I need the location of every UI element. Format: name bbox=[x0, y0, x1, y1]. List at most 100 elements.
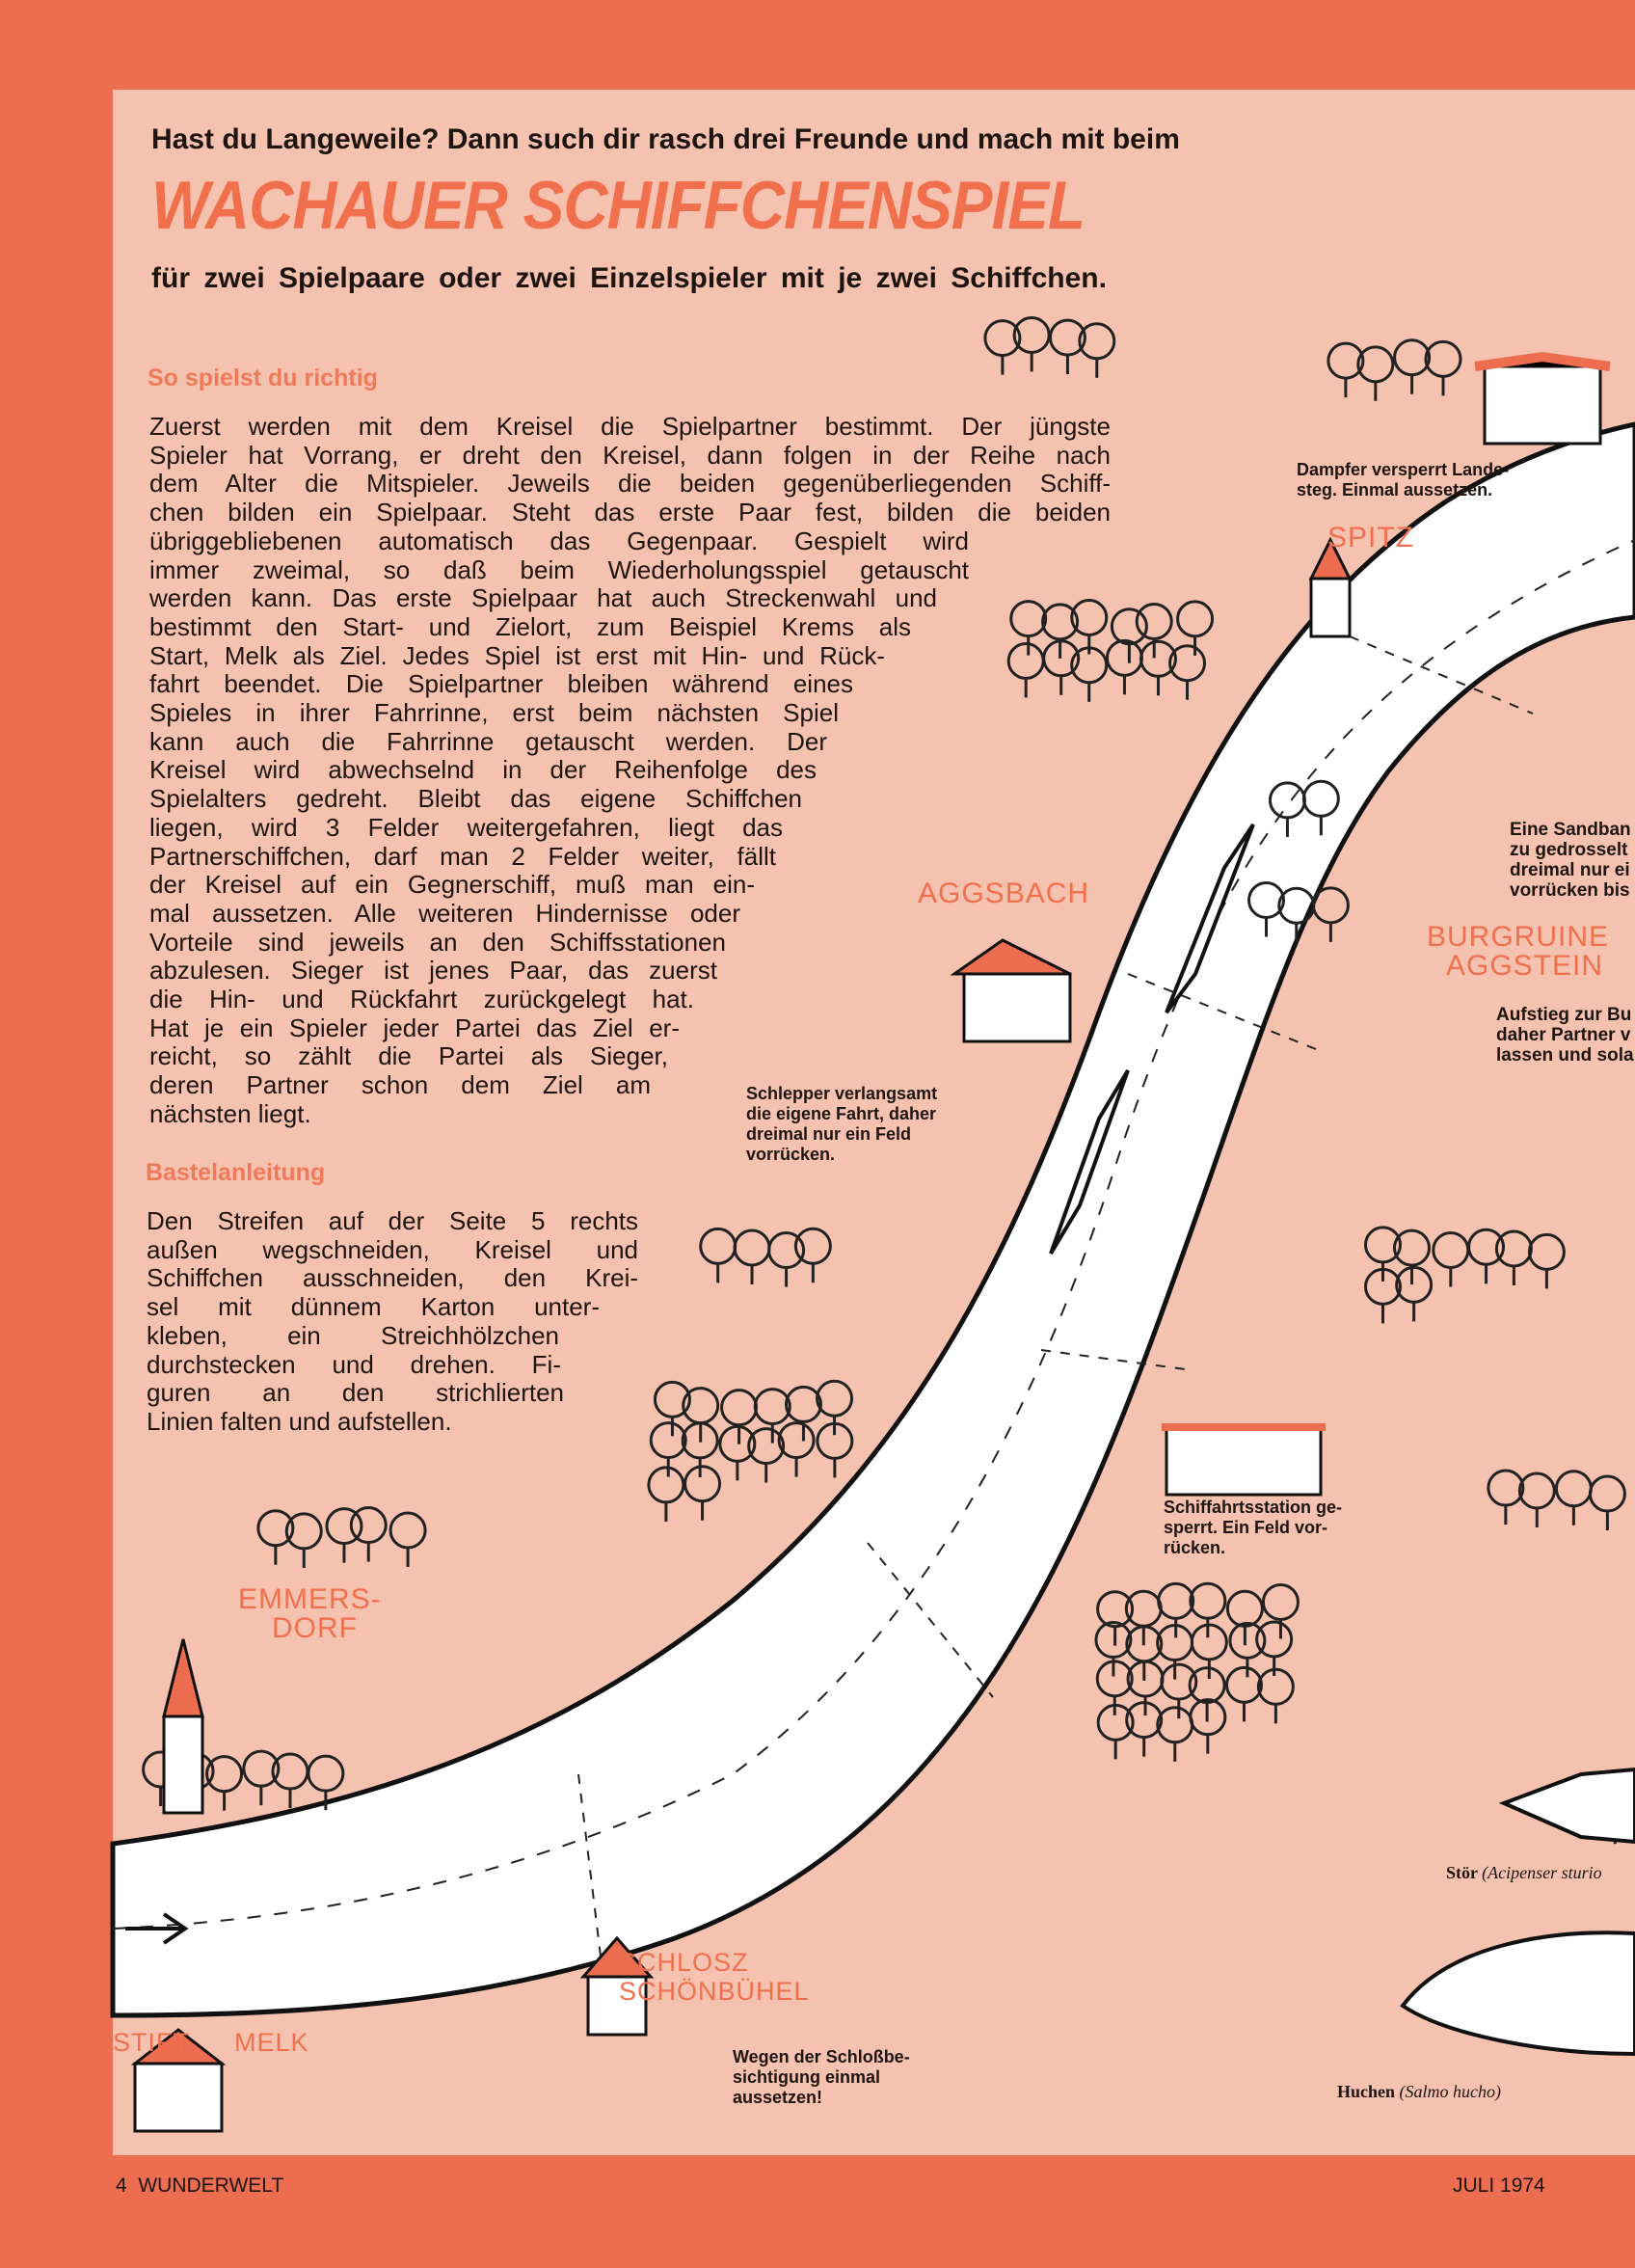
craft-heading: Bastelanleitung bbox=[146, 1159, 326, 1186]
tree-icon bbox=[1301, 779, 1340, 836]
tree-icon bbox=[1327, 341, 1365, 398]
tree-icon bbox=[784, 1385, 822, 1442]
tree-icon bbox=[1188, 1666, 1226, 1722]
tree-icon bbox=[1048, 318, 1086, 375]
text-line: guren an den strichlierten bbox=[147, 1378, 564, 1408]
text-line: Hat je ein Spieler jeder Partei das Ziel… bbox=[149, 1012, 680, 1042]
tree-icon bbox=[256, 1509, 295, 1565]
text-line: Kreisel wird abwechselnd in der Reihenfo… bbox=[149, 755, 817, 785]
tree-icon bbox=[816, 1379, 854, 1436]
tree-icon bbox=[1139, 639, 1177, 696]
text-line: durchstecken und drehen. Fi- bbox=[147, 1349, 561, 1379]
tree-icon bbox=[1487, 1469, 1525, 1526]
caption-station: Schiffahrtsstation ge-sperrt. Ein Feld v… bbox=[1164, 1498, 1343, 1557]
tree-icon bbox=[1189, 1581, 1227, 1638]
place-melk: MELK bbox=[234, 2028, 309, 2057]
tree-icon bbox=[1225, 1665, 1264, 1722]
text-line: nächsten liegt. bbox=[149, 1098, 311, 1128]
tree-icon bbox=[1356, 345, 1395, 401]
text-line: Schiffchen ausschneiden, den Krei- bbox=[147, 1263, 638, 1293]
tree-icon bbox=[1393, 338, 1432, 394]
rules-heading: So spielst du richtig bbox=[147, 364, 378, 392]
tree-icon bbox=[1189, 1698, 1227, 1754]
footer-date: JULI 1974 bbox=[1453, 2174, 1545, 2197]
place-stift: STIFT bbox=[113, 2028, 190, 2057]
tree-icon bbox=[683, 1465, 722, 1521]
tree-icon bbox=[767, 1231, 806, 1287]
tree-icon bbox=[793, 1227, 832, 1283]
tree-icon bbox=[307, 1754, 345, 1811]
tree-icon bbox=[1395, 1265, 1434, 1322]
trees bbox=[142, 315, 1635, 1845]
text-line: deren Partner schon dem Ziel am bbox=[149, 1070, 651, 1100]
buildings bbox=[130, 351, 1611, 2133]
text-line: mal aussetzen. Alle weiteren Hindernisse… bbox=[149, 898, 740, 928]
place-spitz: SPITZ bbox=[1327, 522, 1415, 554]
caption-dampfer: Dampfer versperrt Lande-steg. Einmal aus… bbox=[1297, 460, 1510, 500]
field-dividers bbox=[577, 635, 1534, 1973]
text-line: dem Alter die Mitspieler. Jeweils die be… bbox=[149, 469, 1111, 499]
fish-label-stoer: Stör (Acipenser sturio bbox=[1446, 1863, 1602, 1882]
tree-icon bbox=[1517, 1472, 1556, 1528]
tree-icon bbox=[718, 1424, 757, 1481]
tree-icon bbox=[1255, 1620, 1294, 1677]
tree-icon bbox=[1105, 638, 1143, 695]
tree-icon bbox=[1110, 608, 1148, 663]
place-aggsbach: AGGSBACH bbox=[918, 878, 1090, 909]
tree-icon bbox=[1527, 1232, 1566, 1289]
text-line: chen bilden ein Spielpaar. Steht das ers… bbox=[149, 498, 1111, 527]
tree-icon bbox=[1424, 339, 1462, 396]
tree-icon bbox=[389, 1511, 427, 1567]
tree-icon bbox=[753, 1388, 791, 1444]
tree-icon bbox=[1042, 639, 1081, 695]
tree-icon bbox=[1168, 644, 1207, 700]
text-line: Spieles in ihrer Fahrrinne, erst beim nä… bbox=[149, 698, 839, 728]
tree-icon bbox=[699, 1227, 737, 1283]
text-line: kleben, ein Streichhölzchen bbox=[147, 1320, 559, 1350]
tree-icon bbox=[1467, 1228, 1506, 1284]
tree-icon bbox=[349, 1506, 388, 1562]
tree-icon bbox=[1247, 881, 1286, 937]
text-line: sel mit dünnem Karton unter- bbox=[147, 1292, 600, 1322]
tree-icon bbox=[1364, 1267, 1403, 1324]
tree-icon bbox=[242, 1749, 281, 1806]
text-line: außen wegschneiden, Kreisel und bbox=[147, 1234, 638, 1264]
tree-icon bbox=[1156, 1706, 1194, 1762]
boats bbox=[1049, 823, 1255, 1256]
page-title: WACHAUER SCHIFFCHENSPIEL bbox=[151, 167, 1086, 244]
tree-icon bbox=[816, 1421, 854, 1478]
text-line: bestimmt den Start- und Zielort, zum Bei… bbox=[149, 611, 911, 641]
tree-icon bbox=[1311, 886, 1350, 942]
text-line: immer zweimal, so daß beim Wiederholungs… bbox=[149, 554, 969, 584]
tree-icon bbox=[747, 1427, 786, 1483]
text-line: abzulesen. Sieger ist jenes Paar, das zu… bbox=[149, 956, 717, 986]
text-line: übriggebliebenen automatisch das Gegenpa… bbox=[149, 526, 969, 555]
rules-text: Zuerst werden mit dem Kreisel die Spielp… bbox=[149, 412, 1111, 1129]
tree-icon bbox=[647, 1466, 685, 1522]
tree-icon bbox=[1009, 600, 1048, 656]
fish bbox=[1400, 1767, 1635, 2057]
tree-icon bbox=[983, 319, 1022, 375]
text-line: Zuerst werden mit dem Kreisel die Spielp… bbox=[149, 412, 1111, 441]
tree-icon bbox=[1432, 1230, 1470, 1287]
tree-icon bbox=[1096, 1590, 1135, 1646]
text-line: Spielalters gedreht. Bleibt das eigene S… bbox=[149, 784, 802, 814]
text-line: Den Streifen auf der Seite 5 rechts bbox=[147, 1206, 638, 1235]
tree-icon bbox=[1256, 1667, 1295, 1724]
lane-divider bbox=[112, 539, 1635, 1930]
tree-icon bbox=[1588, 1474, 1626, 1531]
tree-icon bbox=[653, 1380, 691, 1437]
fish-label-huchen: Huchen (Salmo hucho) bbox=[1337, 2082, 1501, 2101]
place-emmersdorf: EMMERS-DORF bbox=[238, 1583, 382, 1644]
text-line: fahrt beendet. Die Spielpartner bleiben … bbox=[149, 669, 853, 699]
tree-icon bbox=[325, 1507, 363, 1563]
tree-icon bbox=[733, 1228, 771, 1285]
text-line: Vorteile sind jeweils an den Schiffsstat… bbox=[149, 927, 726, 957]
tree-icon bbox=[1096, 1703, 1135, 1760]
subtitle: für zwei Spielpaare oder zwei Einzelspie… bbox=[151, 262, 1107, 294]
